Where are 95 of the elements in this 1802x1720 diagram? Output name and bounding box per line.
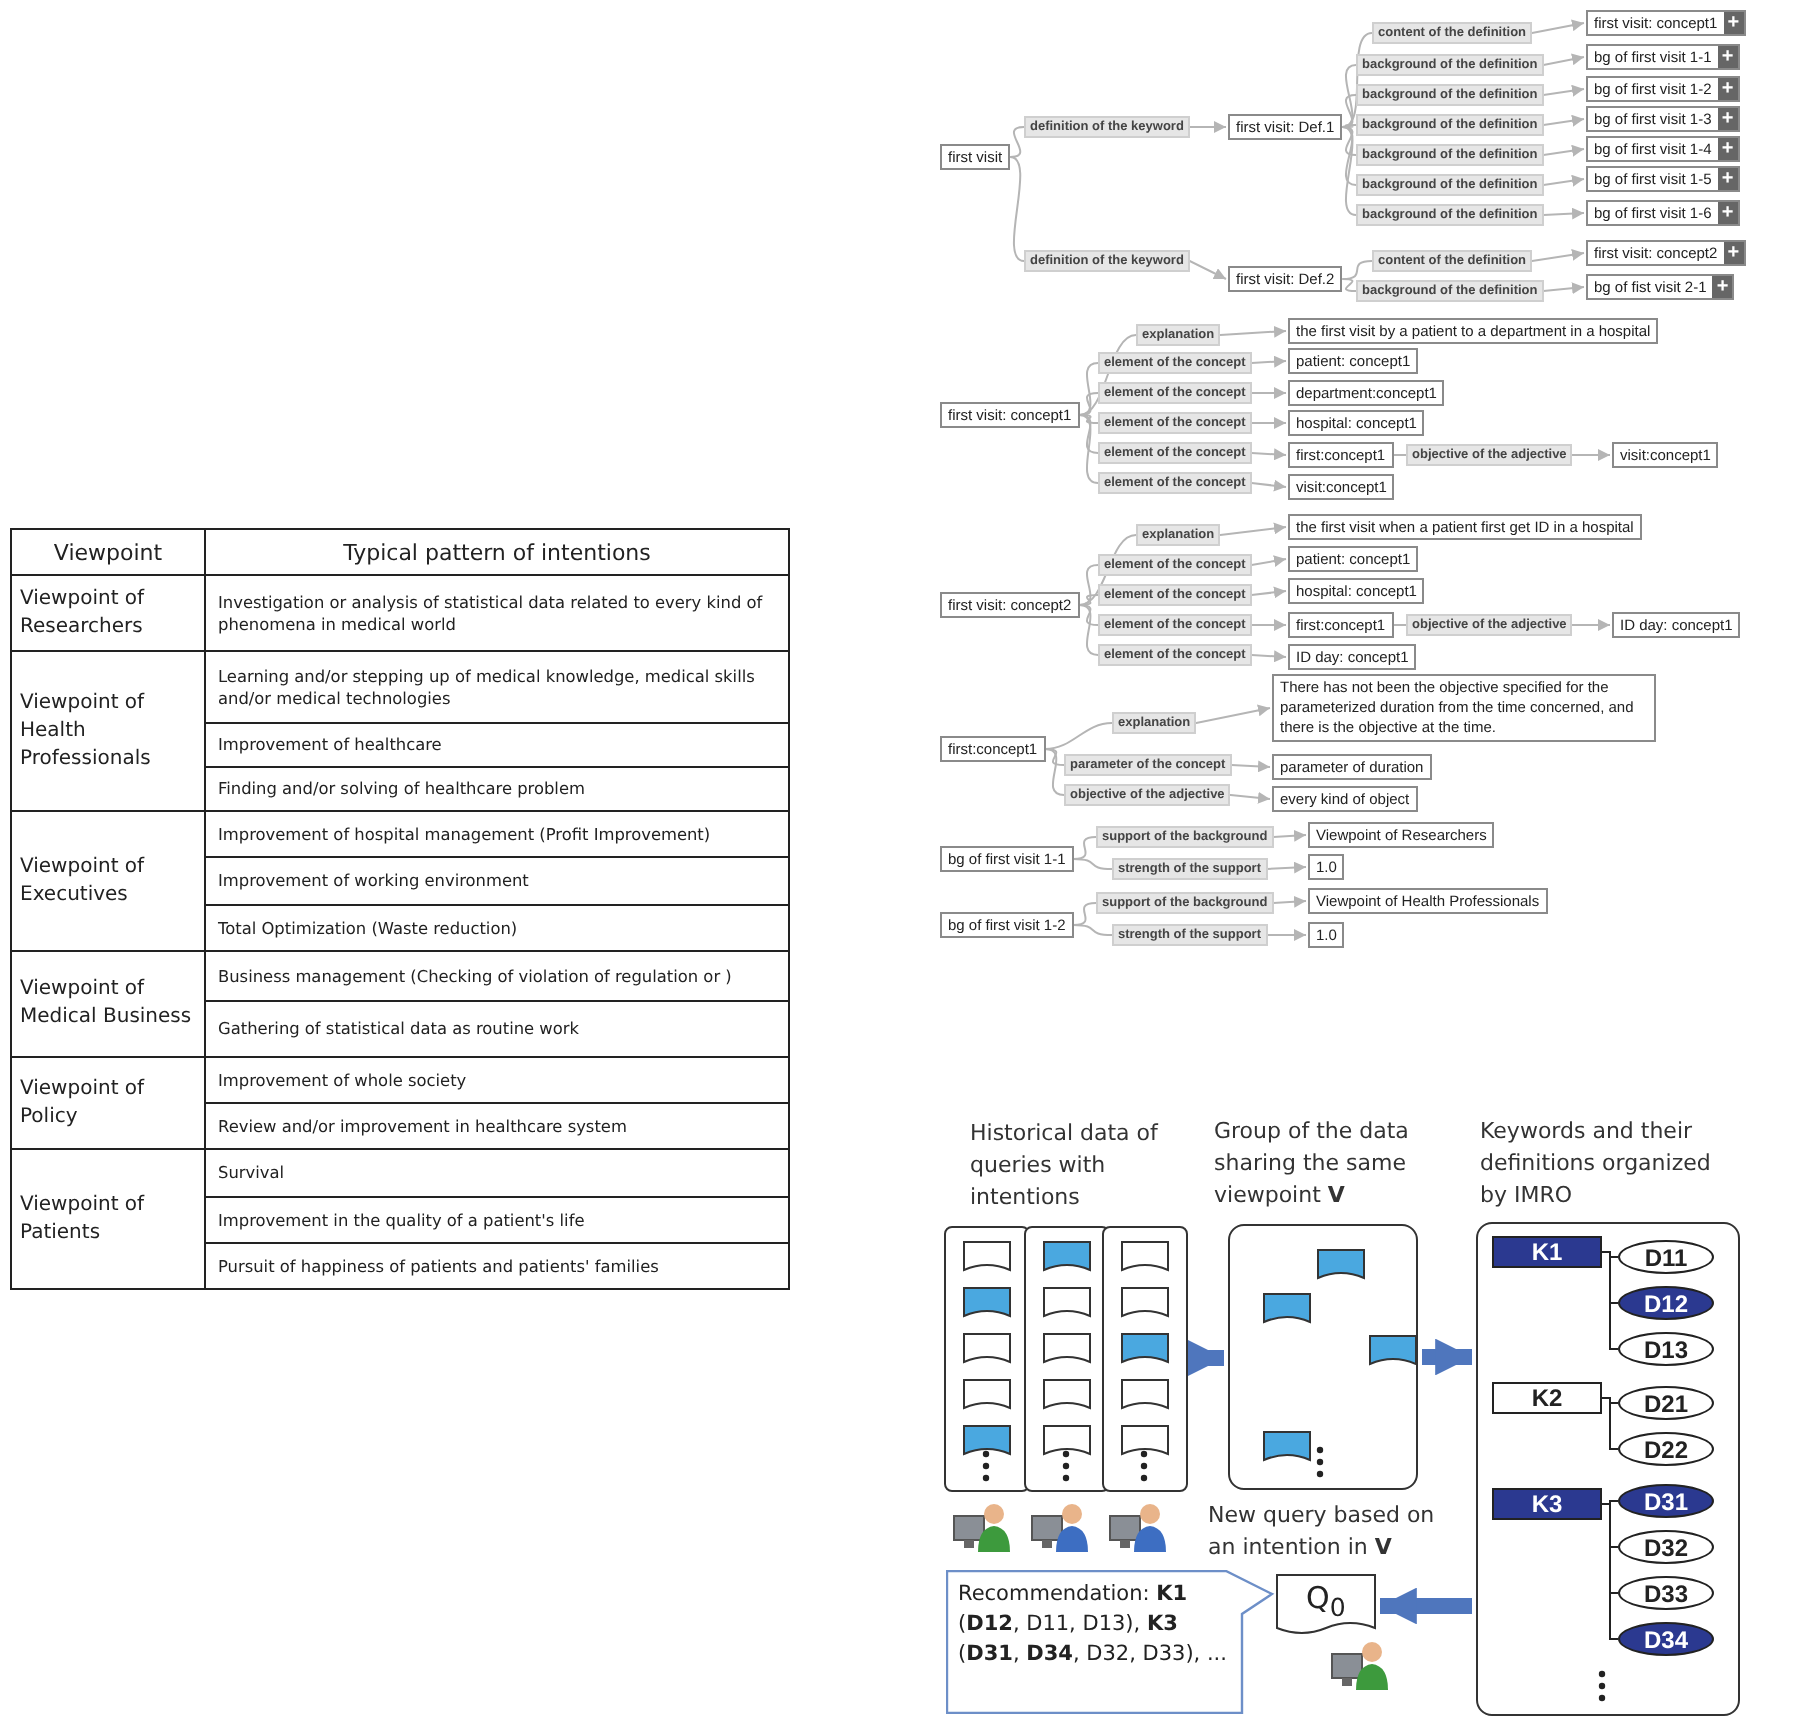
query-column-drawing <box>1024 1226 1110 1492</box>
node-box <box>1272 786 1418 812</box>
block-arrow <box>1187 1339 1224 1377</box>
definition-oval: D34 <box>1618 1622 1714 1656</box>
definition-oval: D11 <box>1618 1240 1714 1274</box>
table-header-cell: Viewpoint <box>11 529 205 575</box>
keyword-box: K3 <box>1492 1488 1602 1520</box>
block-arrow <box>1380 1587 1472 1625</box>
table-cell: Learning and/or stepping up of medical knowledge, medical skills and/or medical technologies <box>205 651 789 723</box>
node-box <box>940 402 1080 428</box>
table-cell: Viewpoint of Researchers <box>11 575 205 651</box>
definition-oval: D32 <box>1618 1530 1714 1564</box>
node-box <box>1228 114 1343 140</box>
node-box <box>1586 200 1740 226</box>
table-cell: Viewpoint of Health Professionals <box>11 651 205 811</box>
table-cell: Pursuit of happiness of patients and patients' families <box>205 1243 789 1289</box>
node-box <box>1586 166 1740 192</box>
recommendation-text: Recommendation: K1 (D12, D11, D13), K3 (D31, D34, D32, D33), ... <box>958 1580 1229 1670</box>
table-cell: Gathering of statistical data as routine work <box>205 1001 789 1057</box>
keyword-box: K2 <box>1492 1382 1602 1414</box>
table-cell: Total Optimization (Waste reduction) <box>205 905 789 951</box>
callout-bubble <box>946 1570 1276 1714</box>
query-label: Q$_{0}$ <box>1306 1580 1346 1622</box>
table-cell: Survival <box>205 1149 789 1197</box>
query-caption: New query based on an intention in V <box>1208 1500 1437 1564</box>
table-header-cell: Typical pattern of intentions <box>205 529 789 575</box>
node-box <box>1586 136 1740 162</box>
node-box <box>1288 380 1445 406</box>
node-box <box>1308 822 1495 848</box>
node-box <box>940 736 1046 762</box>
node-box <box>1288 578 1425 604</box>
node-box <box>940 912 1074 938</box>
expand-button: + <box>1717 168 1738 190</box>
definition-oval: D13 <box>1618 1332 1714 1366</box>
node-box <box>1288 644 1417 670</box>
table-cell: Viewpoint of Patients <box>11 1149 205 1289</box>
table-cell: Investigation or analysis of statistical data related to every kind of phenomena in medical world <box>205 575 789 651</box>
table-cell: Improvement of hospital management (Profit Improvement) <box>205 811 789 857</box>
expand-button: + <box>1712 276 1733 298</box>
table-cell: Finding and/or solving of healthcare problem <box>205 767 789 811</box>
node-box <box>1288 612 1394 638</box>
node-box <box>1586 44 1740 70</box>
node-box <box>1586 106 1740 132</box>
tree-line <box>1601 1251 1619 1350</box>
expand-button: + <box>1717 202 1738 224</box>
table-cell: Improvement of healthcare <box>205 723 789 767</box>
table-cell: Improvement of working environment <box>205 857 789 905</box>
query-column-drawing <box>944 1226 1030 1492</box>
block-arrow <box>1422 1338 1472 1376</box>
definition-oval: D33 <box>1618 1576 1714 1610</box>
node-box <box>1228 266 1343 292</box>
expand-button: + <box>1717 108 1738 130</box>
table-cell: Viewpoint of Executives <box>11 811 205 951</box>
table-cell: Improvement in the quality of a patient's life <box>205 1197 789 1243</box>
expand-button: + <box>1717 138 1738 160</box>
node-box <box>1308 854 1345 880</box>
node-box <box>1586 240 1746 266</box>
node-box <box>1288 348 1419 374</box>
node-box <box>1288 442 1394 468</box>
node-box <box>1586 76 1740 102</box>
node-box <box>1272 754 1432 780</box>
expand-button: + <box>1723 12 1744 34</box>
node-box <box>1288 410 1425 436</box>
node-box <box>1288 474 1395 500</box>
node-box <box>1612 442 1719 468</box>
column-heading: Historical data of queries with intentions <box>970 1118 1160 1214</box>
node-box <box>1586 274 1735 300</box>
panel-heading: Group of the data sharing the same viewpoint V <box>1214 1116 1411 1212</box>
tree-line <box>1601 1397 1619 1450</box>
node-box <box>1612 612 1741 638</box>
expand-button: + <box>1723 242 1744 264</box>
keyword-box: K1 <box>1492 1236 1602 1268</box>
table-cell: Business management (Checking of violation of regulation or ) <box>205 951 789 1001</box>
query-column-drawing <box>1102 1226 1188 1492</box>
definition-oval: D12 <box>1618 1286 1714 1320</box>
table-cell: Viewpoint of Policy <box>11 1057 205 1149</box>
table-cell: Viewpoint of Medical Business <box>11 951 205 1057</box>
definition-oval: D22 <box>1618 1432 1714 1466</box>
table-cell: Review and/or improvement in healthcare system <box>205 1103 789 1149</box>
node-box <box>1288 514 1642 540</box>
definition-oval: D21 <box>1618 1386 1714 1420</box>
expand-button: + <box>1717 46 1738 68</box>
node-box <box>1308 888 1548 914</box>
node-box <box>940 592 1080 618</box>
node-box <box>1272 674 1656 742</box>
node-box <box>1308 922 1345 948</box>
expand-button: + <box>1717 78 1738 100</box>
table-cell: Improvement of whole society <box>205 1057 789 1103</box>
definition-oval: D31 <box>1618 1484 1714 1518</box>
node-box <box>1586 10 1746 36</box>
node-box <box>940 846 1074 872</box>
node-box <box>940 144 1011 170</box>
node-box <box>1288 318 1659 344</box>
node-box <box>1288 546 1419 572</box>
panel-heading: Keywords and their definitions organized by IMRO <box>1480 1116 1713 1212</box>
